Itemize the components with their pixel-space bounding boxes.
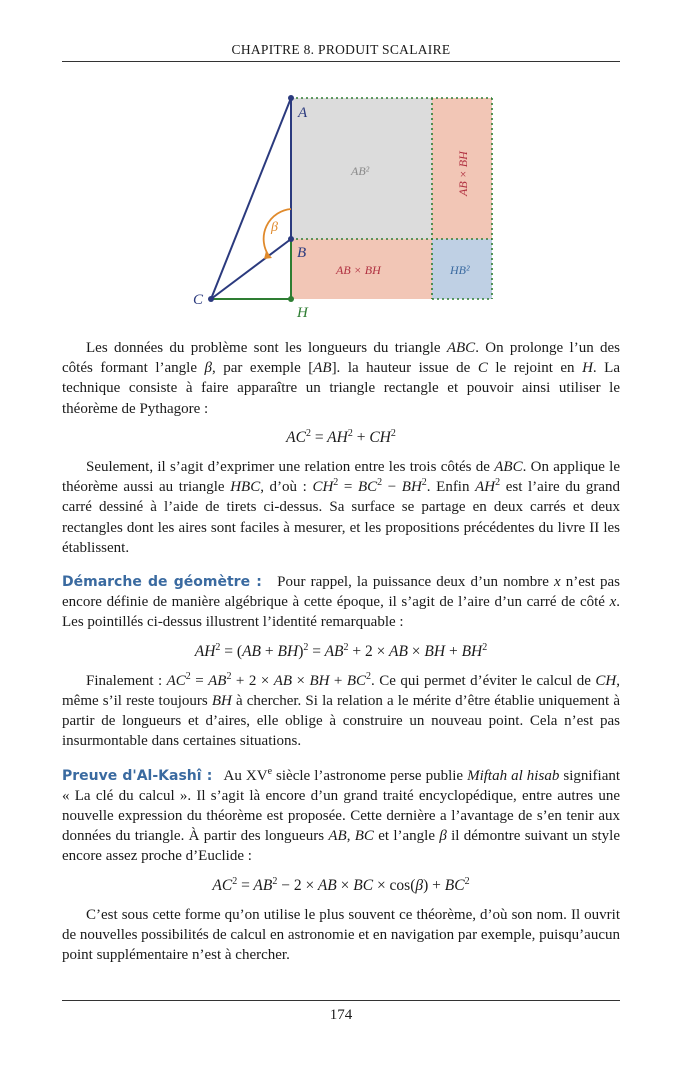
angle-beta-arrow (264, 251, 272, 259)
equation-identite: AH2 = (AB + BH)2 = AB2 + 2 × AB × BH + B… (194, 641, 488, 660)
label-b: B (297, 245, 306, 261)
angle-beta-arc (262, 208, 292, 257)
square-hb2 (432, 239, 492, 299)
dotted-outline (291, 97, 493, 300)
footer-rule (62, 1000, 620, 1001)
point-c (208, 296, 214, 302)
paragraph-finalement: Finalement : AC2 = AB2 + 2 × AB × BH + B… (62, 670, 620, 750)
rect-ab-bh-right (432, 98, 492, 239)
label-ab2: AB² (350, 164, 370, 178)
pythagore-figure: A B C H β AB² AB × BH AB × BH HB² (180, 88, 510, 332)
equation-pythagore: AC2 = AH2 + CH2 (286, 427, 396, 446)
section-title-demarche: Démarche de géomètre : (62, 574, 262, 591)
triangle-abc (210, 97, 292, 300)
equation-al-kashi: AC2 = AB2 − 2 × AB × BC × cos(β) + BC2 (212, 875, 470, 894)
paragraph-preuve: Preuve d'Al-Kashî : Au XVe siècle l’astr… (62, 765, 621, 865)
label-a: A (297, 105, 308, 121)
rect-ab-bh-bottom (291, 239, 432, 299)
point-a (288, 95, 294, 101)
header-rule (62, 61, 620, 62)
label-ab-bh-horizontal: AB × BH (335, 263, 382, 277)
chapter-title: CHAPITRE 8. PRODUIT SCALAIRE (231, 42, 451, 57)
page-number: 174 (329, 1007, 353, 1023)
point-h (288, 296, 294, 302)
paragraph-conclusion: C’est sous cette forme qu’on utilise le … (62, 906, 620, 964)
label-beta: β (270, 220, 278, 235)
figure-svg: A B C H β AB² AB × BH AB × BH HB² (193, 95, 493, 321)
section-title-preuve: Preuve d'Al-Kashî : (62, 767, 213, 784)
label-ab-bh-vertical: AB × BH (456, 150, 470, 197)
point-b (288, 236, 294, 242)
label-h: H (296, 305, 309, 321)
main-text: Les données du problème sont les longueu… (62, 338, 620, 965)
paragraph-donnees: Les données du problème sont les longueu… (62, 340, 620, 417)
label-hb2: HB² (449, 263, 470, 277)
paragraph-seulement: Seulement, il s’agit d’exprimer une rela… (62, 459, 621, 556)
square-ab2 (291, 98, 432, 239)
paragraph-demarche: Démarche de géomètre : Pour rappel, la p… (62, 574, 620, 631)
label-c: C (193, 292, 204, 308)
